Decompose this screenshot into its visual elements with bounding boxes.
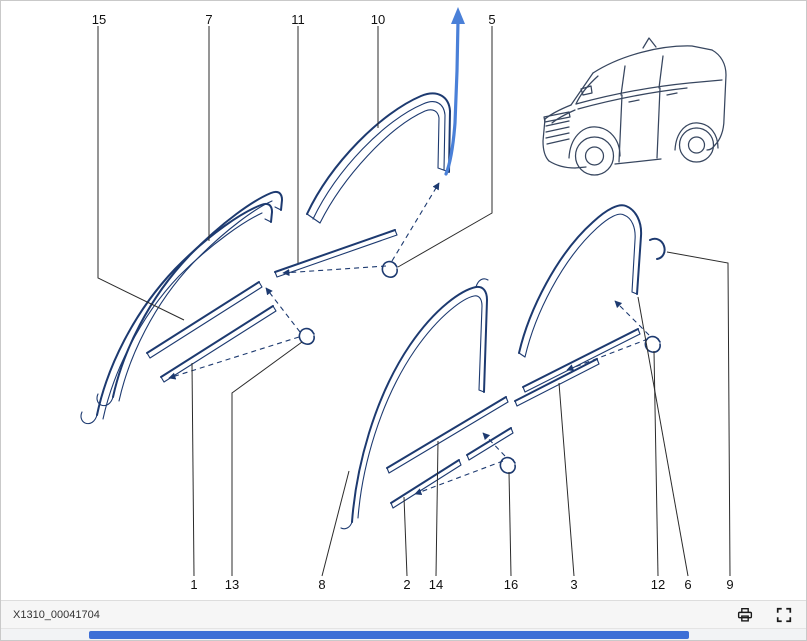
callout-3[interactable]: 3 [570, 577, 578, 592]
up-arrow-icon [451, 7, 465, 24]
leader-line-3 [558, 382, 575, 577]
statusbar-actions [734, 604, 794, 625]
diagram-canvas[interactable]: 15 7 11 10 5 1 13 8 2 14 16 3 12 6 9 [1, 1, 806, 600]
fullscreen-icon [776, 607, 792, 622]
callout-10[interactable]: 10 [370, 12, 386, 27]
callout-8[interactable]: 8 [318, 577, 326, 592]
callout-6[interactable]: 6 [684, 577, 692, 592]
leader-line-16 [508, 471, 512, 577]
front-door-belt-strip-middle [274, 229, 398, 278]
front-door-belt-strips [146, 281, 277, 383]
leader-line-12 [653, 350, 659, 577]
callout-7[interactable]: 7 [205, 12, 213, 27]
callout-13[interactable]: 13 [224, 577, 240, 592]
leader-line-6 [637, 296, 689, 577]
fullscreen-button[interactable] [774, 605, 794, 625]
highlighted-part-marker [444, 7, 465, 176]
callout-5[interactable]: 5 [488, 12, 496, 27]
leader-line-9 [666, 251, 731, 577]
scrollbar-thumb[interactable] [89, 631, 689, 639]
front-door-frame-seal-outer [96, 190, 283, 407]
rear-clip-dashed-leaders [414, 432, 506, 496]
rear-door-frame-seal [340, 278, 489, 530]
callout-14[interactable]: 14 [428, 577, 444, 592]
callout-15[interactable]: 15 [91, 12, 107, 27]
leader-line-14 [435, 440, 439, 577]
callout-16[interactable]: 16 [503, 577, 519, 592]
quarter-belt-strips [514, 328, 641, 407]
side-mirror [580, 85, 593, 96]
grille-slats [545, 120, 570, 145]
callout-leader-lines [97, 26, 731, 577]
callout-12[interactable]: 12 [650, 577, 666, 592]
front-door-frame-seal-inner [80, 202, 273, 425]
leader-line-8 [321, 470, 350, 577]
leader-line-13 [231, 341, 303, 576]
status-bar: X1310_00041704 [1, 600, 806, 628]
clip-fastener-middle [381, 260, 398, 278]
front-clip-dashed-leaders [168, 287, 301, 380]
quarter-frame-seal [518, 204, 666, 358]
print-button[interactable] [734, 604, 756, 625]
headlight [543, 111, 571, 123]
callout-11[interactable]: 11 [291, 12, 305, 27]
diagram-reference-code: X1310_00041704 [13, 608, 100, 621]
parts-artwork [80, 7, 731, 577]
quarter-seal-end-cap [649, 237, 666, 260]
leader-line-15 [97, 26, 185, 321]
leader-line-2 [403, 496, 408, 577]
leader-line-1 [191, 362, 195, 577]
leader-line-5 [397, 26, 493, 268]
callout-1[interactable]: 1 [190, 577, 198, 592]
front-door-glass-run-frame [306, 92, 451, 224]
print-icon [737, 607, 753, 622]
horizontal-scrollbar[interactable] [1, 628, 806, 640]
car-orientation-thumbnail [542, 37, 727, 176]
clip-fastener-rear [499, 456, 516, 474]
rear-door-belt-strips [386, 396, 514, 509]
callout-2[interactable]: 2 [403, 577, 411, 592]
quarter-clip-dashed-leaders [566, 300, 650, 372]
callout-9[interactable]: 9 [726, 577, 734, 592]
middle-clip-dashed-leaders [282, 182, 440, 277]
roof-antenna-fin [642, 37, 657, 49]
